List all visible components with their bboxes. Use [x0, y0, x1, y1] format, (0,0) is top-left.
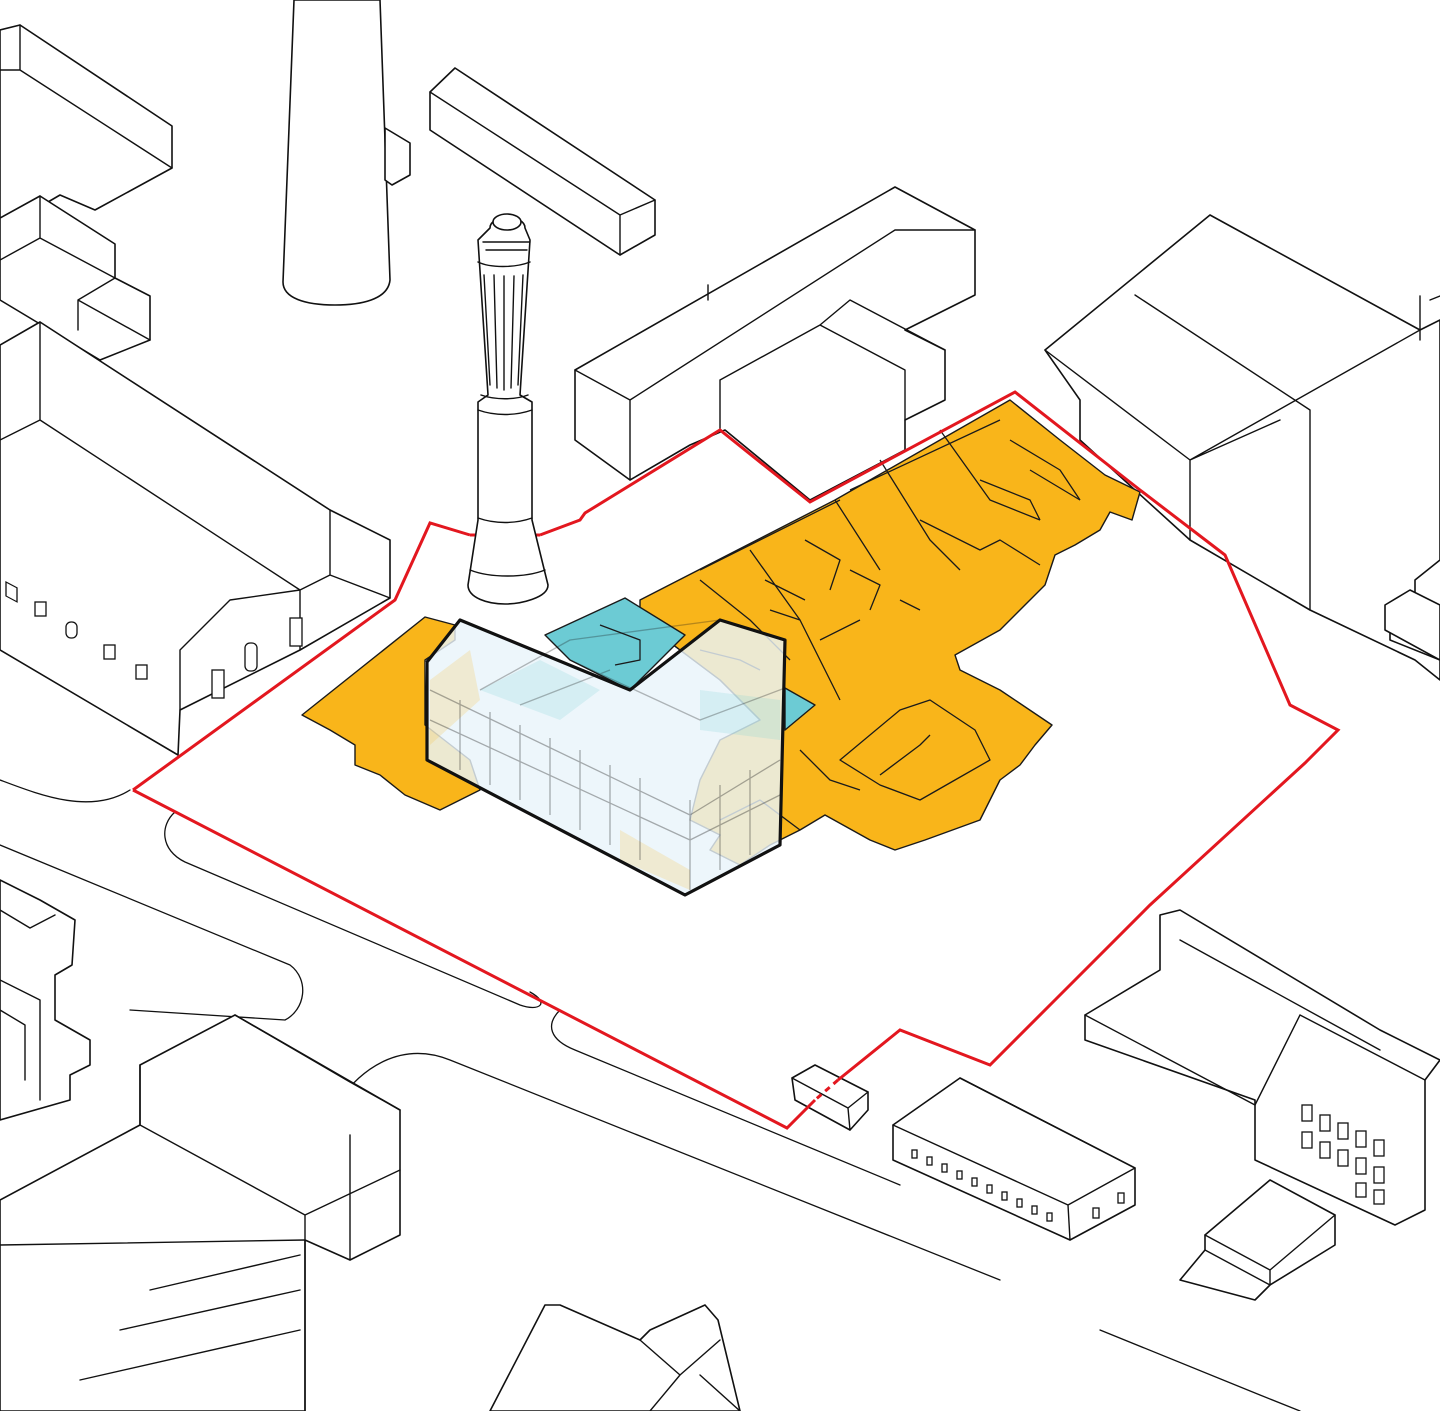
blue-footprint: [544, 597, 816, 731]
context-building-gatehouse: [791, 1064, 869, 1131]
shed-west-windows: [5, 581, 303, 699]
low-house-windows: [911, 1149, 1125, 1222]
context-building-top-left: [0, 24, 173, 231]
footprint-blue-north: [544, 597, 686, 691]
southeast-windows: [1301, 1104, 1385, 1205]
site-boundary-line: [132, 390, 1341, 1130]
retained-building-mass: [425, 620, 785, 895]
context-building-shed-east: [1044, 214, 1440, 681]
retained-building: [425, 618, 787, 897]
context-building-gabled-north: [429, 67, 656, 256]
historic-chimney: [467, 213, 549, 605]
context-building-southeast-gabled: [1084, 909, 1440, 1226]
context-building-shed-west: [0, 321, 391, 756]
context-building-southwest-tower: [0, 879, 91, 1121]
context-building-small-pavilion: [1179, 1179, 1336, 1301]
retained-building-outline: [425, 618, 787, 897]
context-building-south-roofs: [489, 1304, 741, 1411]
context-tall-chimney: [282, 0, 391, 306]
footprint-blue-east: [784, 687, 816, 731]
